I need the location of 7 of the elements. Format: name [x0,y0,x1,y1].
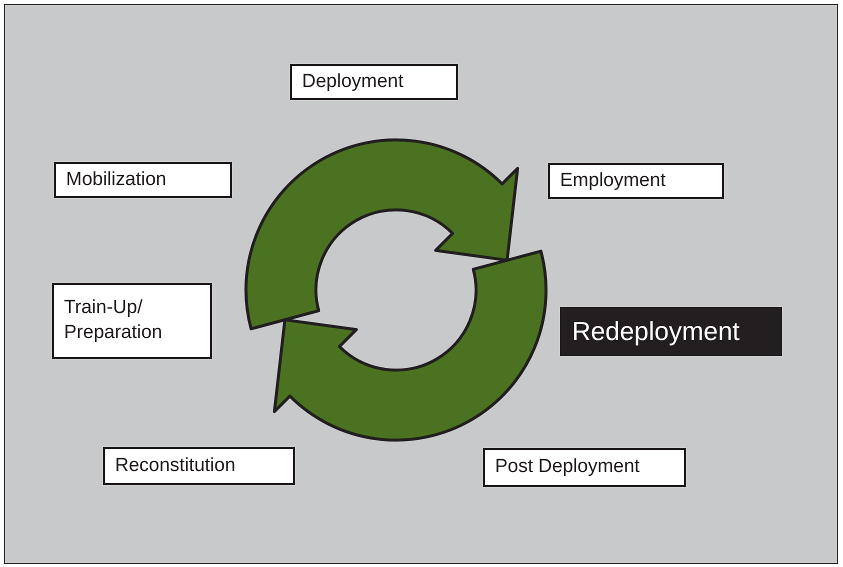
phase-box: Train-Up/ Preparation [52,283,212,359]
phase-box: Employment [548,163,724,199]
phase-box: Mobilization [54,162,232,198]
phase-box: Post Deployment [483,448,686,487]
highlighted-phase-box: Redeployment [560,307,782,356]
phase-box: Deployment [290,64,458,100]
phase-box: Reconstitution [103,447,295,485]
